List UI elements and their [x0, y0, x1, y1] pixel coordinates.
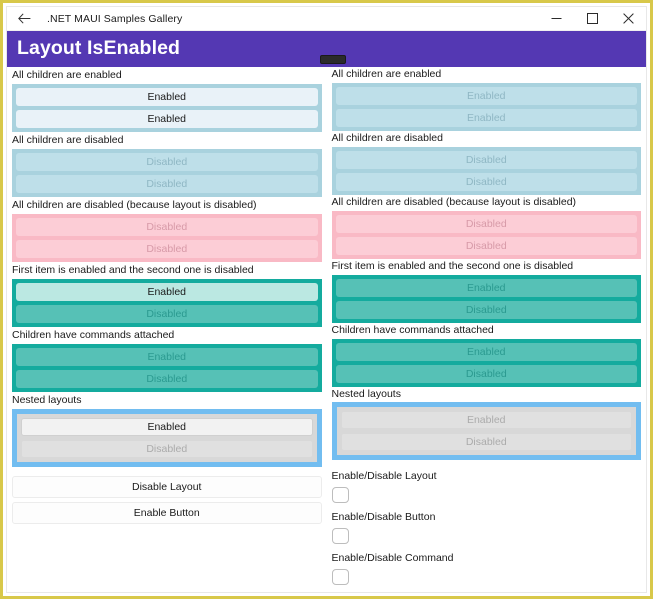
child-button: Disabled: [335, 214, 637, 233]
child-button: Enabled: [340, 411, 632, 430]
close-icon[interactable]: [610, 7, 646, 30]
child-button: Disabled: [335, 172, 637, 191]
spacer: [327, 460, 647, 468]
child-button: Disabled: [340, 433, 632, 452]
section-label: Nested layouts: [331, 387, 401, 400]
child-button: Disabled: [16, 240, 318, 258]
child-button: Disabled: [16, 218, 318, 236]
maximize-icon[interactable]: [574, 7, 610, 30]
child-button: Disabled: [21, 440, 313, 458]
child-button[interactable]: Enabled: [16, 110, 318, 128]
window-inner: ​.NET MAUI Samples Gallery: [6, 6, 647, 593]
action-button[interactable]: Disable Layout: [12, 476, 322, 498]
section-label: All children are disabled (because layou…: [12, 199, 257, 211]
checkbox[interactable]: [331, 486, 349, 503]
child-button[interactable]: Enabled: [16, 283, 318, 301]
app-header: Layout IsEnabled: [7, 31, 646, 67]
child-button: Disabled: [335, 300, 637, 319]
child-button: Disabled: [16, 370, 318, 388]
child-button: Disabled: [16, 305, 318, 323]
title-bar: ​.NET MAUI Samples Gallery: [7, 7, 646, 31]
child-button: Enabled: [335, 86, 637, 105]
section-label: First item is enabled and the second one…: [12, 264, 254, 276]
checkbox[interactable]: [331, 568, 349, 585]
spacer: [7, 467, 327, 476]
child-button: Disabled: [335, 236, 637, 255]
back-arrow-icon[interactable]: [7, 8, 41, 30]
child-button: Enabled: [335, 278, 637, 297]
action-button[interactable]: Enable Button: [12, 502, 322, 524]
toggle-label: Enable/Disable Button: [331, 510, 436, 523]
section-label: All children are disabled: [331, 132, 443, 145]
child-button: Enabled: [16, 348, 318, 366]
window-controls: [538, 7, 646, 30]
child-button: Disabled: [335, 364, 637, 383]
window-title: ​.NET MAUI Samples Gallery: [47, 12, 183, 25]
page-title: Layout IsEnabled: [17, 37, 181, 60]
section-label: First item is enabled and the second one…: [331, 260, 574, 273]
section-label: Children have commands attached: [12, 329, 175, 341]
section-label: Nested layouts: [12, 394, 82, 406]
section-label: All children are enabled: [12, 69, 122, 81]
child-button: Enabled: [335, 342, 637, 361]
child-button: Disabled: [16, 175, 318, 193]
toggle-label: Enable/Disable Command: [331, 551, 454, 564]
section-label: All children are enabled: [331, 68, 442, 81]
child-button: Enabled: [335, 108, 637, 127]
section-label: Children have commands attached: [331, 324, 494, 337]
section-label: All children are disabled: [12, 134, 124, 146]
header-indicator-pill: [320, 55, 346, 64]
minimize-icon[interactable]: [538, 7, 574, 30]
child-button: Disabled: [16, 153, 318, 171]
toggle-label: Enable/Disable Layout: [331, 469, 437, 482]
child-button[interactable]: Enabled: [16, 88, 318, 106]
child-button: Disabled: [335, 150, 637, 169]
checkbox[interactable]: [331, 527, 349, 544]
child-button[interactable]: Enabled: [21, 418, 313, 436]
section-label: All children are disabled (because layou…: [331, 196, 577, 209]
